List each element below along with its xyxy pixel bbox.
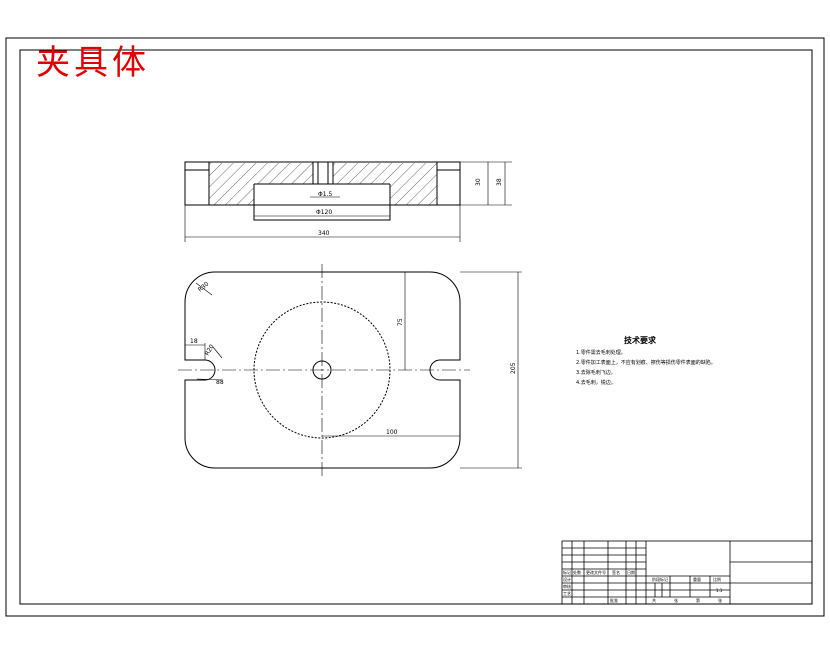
- dim-slot-radius: R20: [204, 343, 216, 357]
- dim-slot-width: 18: [190, 338, 198, 345]
- title-block: [561, 540, 813, 605]
- tb-label-count: 处数: [573, 569, 581, 575]
- tb-weight-label: 重量: [693, 576, 701, 582]
- dim-slot-detail: 88: [216, 379, 224, 386]
- tb-role-process: 工艺: [563, 591, 571, 596]
- plan-view: [178, 264, 522, 476]
- dim-center-vertical: 75: [397, 318, 404, 326]
- tb-sheet-total: 共: [652, 597, 656, 603]
- tech-req-line-4: 4.去毛刺，锐边。: [576, 379, 616, 386]
- tech-req-heading: 技术要求: [624, 335, 657, 345]
- tech-req-line-2: 2.零件加工表面上，不应有划痕、擦伤等损伤零件表面的缺陷。: [576, 359, 716, 366]
- tb-label-date: 日期: [627, 569, 635, 575]
- dim-height-large: 38: [496, 178, 503, 186]
- tech-req-line-1: 1.零件需去毛刺处理。: [576, 349, 626, 356]
- outer-frame: [5, 37, 825, 617]
- tb-stage-label: 阶段标记: [652, 576, 668, 582]
- tb-role-review: 审核: [563, 583, 571, 589]
- tech-req-line-3: 3.去除毛刺飞边。: [576, 369, 616, 376]
- tb-scale-label: 比例: [713, 576, 721, 582]
- dim-corner-radius: R30: [197, 280, 211, 293]
- tb-sheet-unit-1: 张: [674, 597, 678, 603]
- dim-height-small: 30: [475, 178, 482, 186]
- tb-label-sign: 签名: [612, 569, 620, 575]
- tb-scale-value: 1:1: [716, 588, 723, 593]
- dim-half-span: 100: [386, 429, 398, 436]
- tb-sheet-unit-2: 张: [718, 597, 722, 603]
- inner-frame: [19, 49, 813, 605]
- tb-label-change-doc: 更改文件号: [586, 569, 606, 575]
- tb-sheet-index: 第: [696, 597, 700, 603]
- drawing-title: 夹具体: [36, 43, 150, 83]
- dim-overall-height: 205: [510, 362, 517, 374]
- dim-overall-width: 340: [318, 230, 330, 237]
- section-view: [184, 161, 512, 242]
- dim-inner-width: Φ1.5: [318, 191, 332, 198]
- tb-role-approve: 批准: [610, 597, 618, 603]
- dim-bore-width: Φ120: [316, 209, 332, 216]
- tb-role-design: 设计: [563, 576, 571, 582]
- tb-label-mark: 标记: [563, 569, 571, 575]
